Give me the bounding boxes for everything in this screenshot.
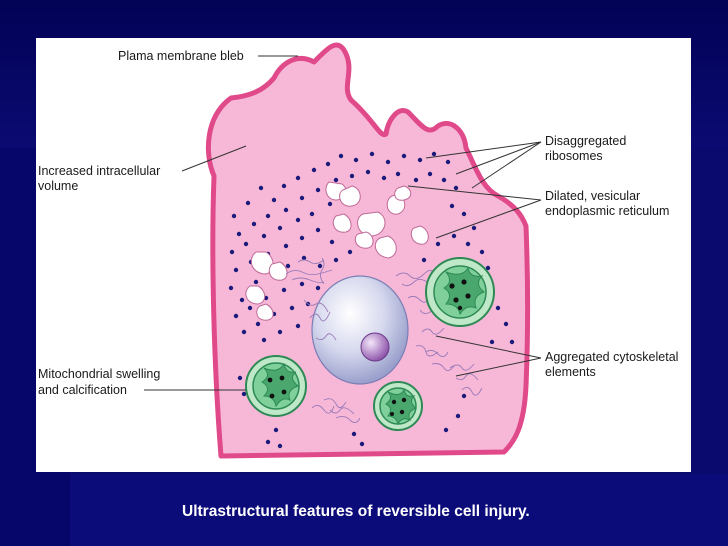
- label-cytoskeletal-line2: elements: [545, 365, 596, 379]
- slide-caption: Ultrastructural features of reversible c…: [182, 503, 530, 520]
- mitochondrion-upper: [425, 257, 495, 327]
- endoplasmic-reticulum-vesicles: [245, 181, 429, 321]
- label-plasma-membrane-bleb: Plama membrane bleb: [118, 49, 244, 63]
- diagram-panel: Plama membrane bleb Increased intracellu…: [36, 38, 691, 472]
- label-cytoskeletal-line1: Aggregated cytoskeletal: [545, 350, 678, 364]
- label-er-line2: endoplasmic reticulum: [545, 204, 669, 218]
- mitochondrion-lower-center: [373, 381, 423, 431]
- nucleolus: [360, 332, 390, 362]
- label-er-line1: Dilated, vesicular: [545, 189, 640, 203]
- label-ribosomes-line1: Disaggregated: [545, 134, 626, 148]
- nucleus: [311, 275, 409, 385]
- mitochondrion-lower-left: [245, 355, 307, 417]
- cytoskeletal-filaments: [285, 257, 483, 423]
- label-intracellular-volume-line2: volume: [38, 179, 78, 193]
- label-mitochondria-line1: Mitochondrial swelling: [38, 367, 160, 381]
- leader-lines: [144, 55, 542, 391]
- slide-background-bottom: [70, 474, 728, 546]
- cell-diagram: Plama membrane bleb Increased intracellu…: [38, 42, 678, 459]
- label-ribosomes-line2: ribosomes: [545, 149, 603, 163]
- label-mitochondria-line2: and calcification: [38, 383, 127, 397]
- label-intracellular-volume-line1: Increased intracellular: [38, 164, 160, 178]
